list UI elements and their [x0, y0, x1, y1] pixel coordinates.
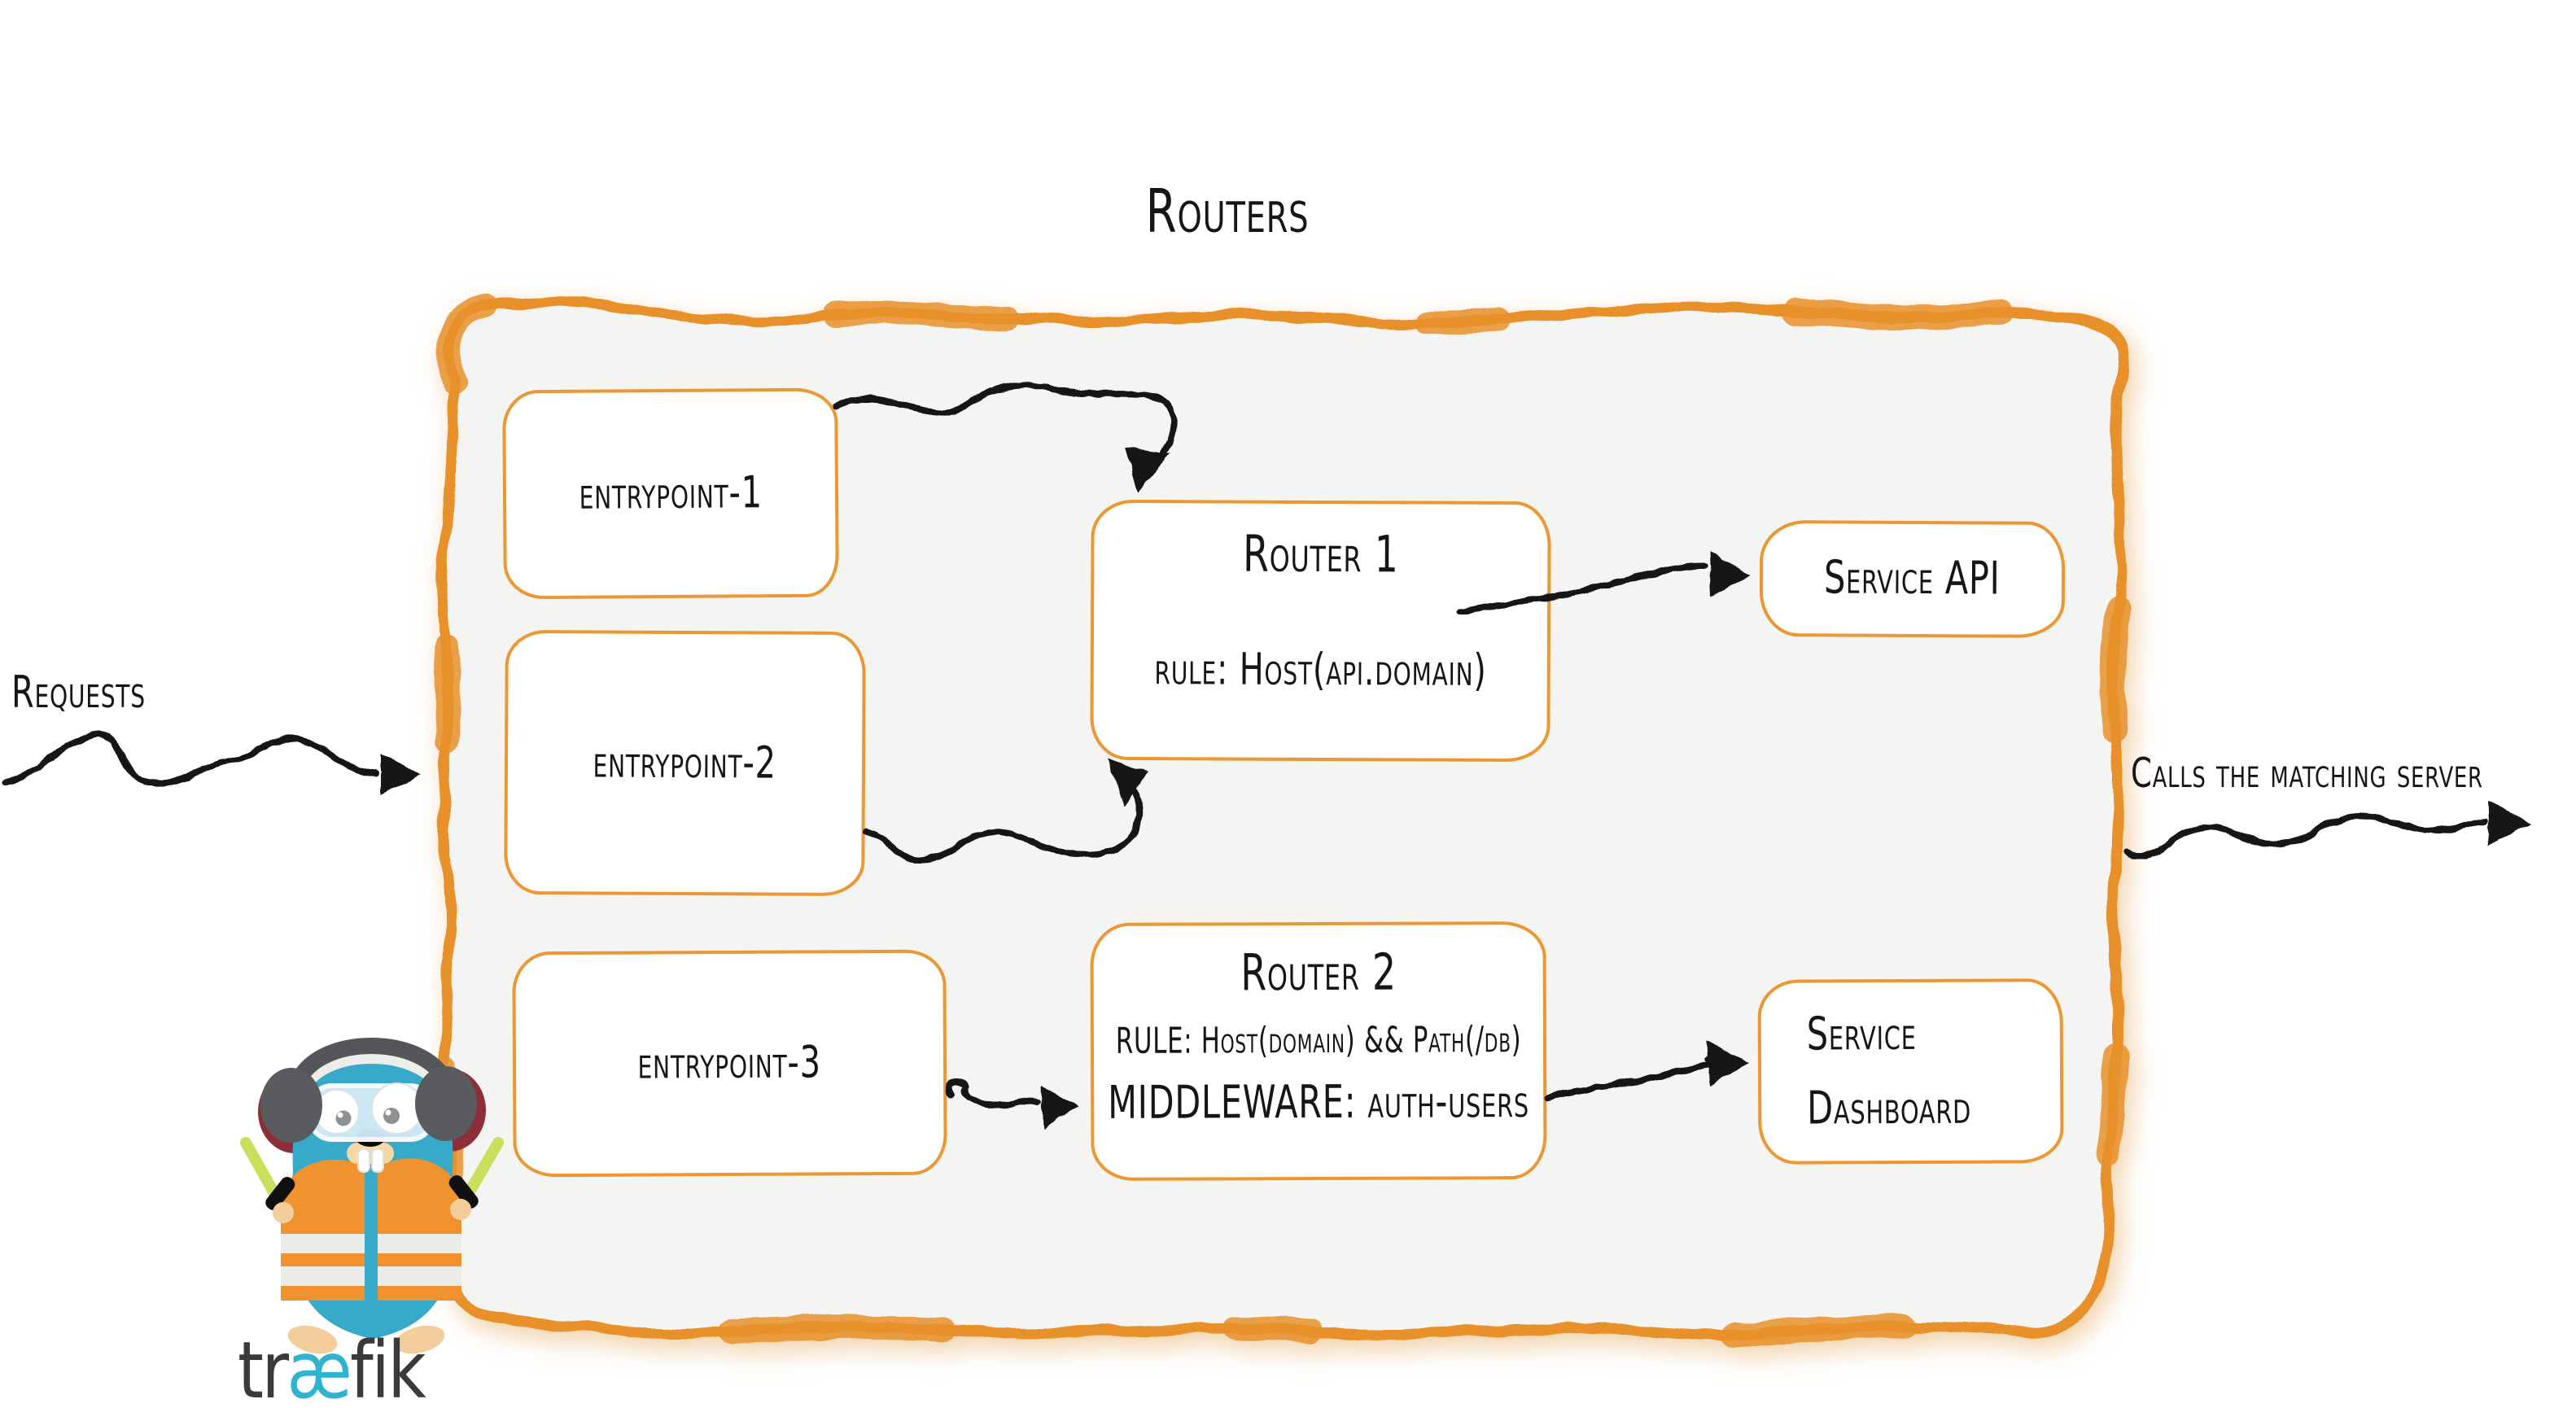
router-2-rule: RULE: Host(domain) && Path(/db): [1115, 1019, 1522, 1063]
router-2-title: Router 2: [1240, 942, 1397, 1003]
wordmark-fik: fik: [350, 1325, 426, 1408]
requests-label: Requests: [11, 667, 146, 718]
router-1-title: Router 1: [1242, 523, 1399, 584]
wand-right-icon: [463, 1137, 504, 1199]
wand-left-icon: [240, 1137, 281, 1200]
entrypoint-3-label: entrypoint-3: [637, 1036, 822, 1090]
wordmark-tr: tr: [238, 1325, 289, 1408]
entrypoint-2-box: entrypoint-2: [504, 629, 866, 897]
router-2-box: Router 2 RULE: Host(domain) && Path(/db)…: [1090, 921, 1547, 1181]
arrow-entrypoint1-to-router1: [832, 381, 1177, 493]
arrow-router2-to-service-dashboard: [1545, 1040, 1748, 1100]
gopher-vest: [281, 1158, 461, 1301]
entrypoint-2-label: entrypoint-2: [593, 736, 777, 789]
router-1-box: Router 1 rule: Host(api.domain): [1090, 499, 1551, 763]
gopher-headphones-icon: [260, 1038, 477, 1143]
gopher-body: [288, 1044, 457, 1339]
service-api-box: Service API: [1759, 520, 2066, 638]
wordmark-ae: æ: [286, 1325, 352, 1408]
arrow-entrypoint3-to-router2: [947, 1078, 1079, 1128]
entrypoint-1-label: entrypoint-1: [579, 466, 763, 520]
calls-matching-server-label: Calls the matching server: [2131, 750, 2483, 797]
router-1-rule: rule: Host(api.domain): [1154, 643, 1487, 697]
entrypoint-1-box: entrypoint-1: [502, 387, 839, 600]
entrypoint-3-box: entrypoint-3: [512, 949, 947, 1178]
arrow-entrypoint2-to-router1: [862, 759, 1148, 864]
router-2-middleware: MIDDLEWARE: auth-users: [1108, 1074, 1530, 1130]
traefik-wordmark: træfik: [238, 1331, 426, 1408]
service-dashboard-line2: Dashboard: [1807, 1081, 1972, 1135]
page-title: Routers: [1145, 177, 1310, 247]
traefik-gopher-icon: [240, 1038, 504, 1354]
service-api-label: Service API: [1824, 551, 2001, 606]
service-dashboard-box: Service Dashboard: [1757, 978, 2064, 1165]
service-dashboard-line1: Service: [1806, 1008, 1917, 1061]
arrow-calls-out: [2123, 801, 2531, 859]
gopher-goggles-icon: [307, 1082, 435, 1142]
arrow-requests-in: [3, 731, 422, 795]
